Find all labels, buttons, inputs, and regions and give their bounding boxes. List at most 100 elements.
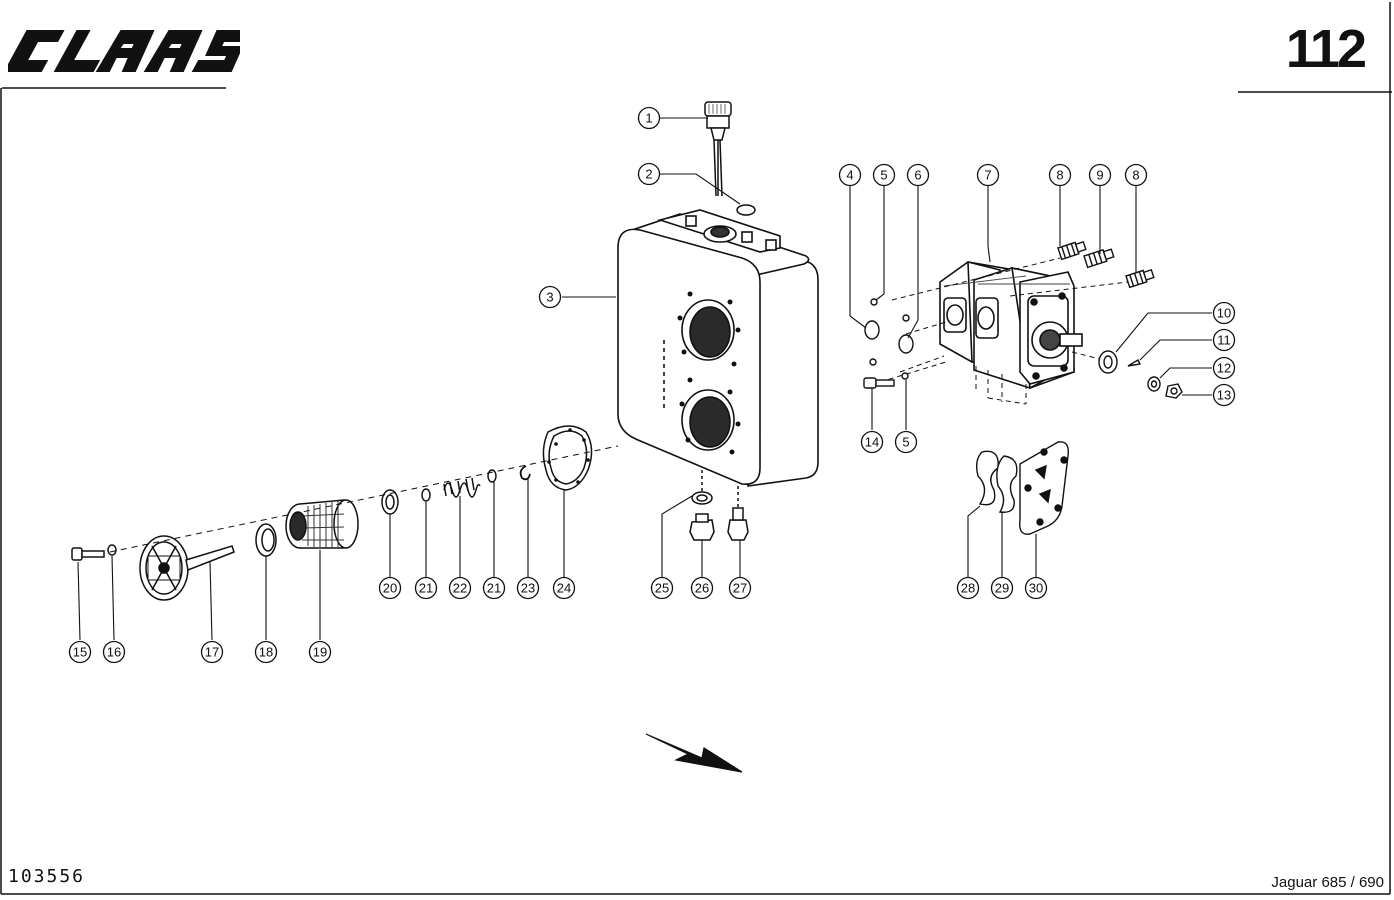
callout-label: 19 [313, 645, 327, 660]
callout-14: 14 [860, 430, 884, 454]
filler-cap-dipstick [704, 101, 732, 197]
claas-logo [8, 30, 240, 72]
callout-9: 9 [1088, 163, 1112, 187]
callout-label: 5 [880, 168, 887, 183]
callout-label: 10 [1217, 306, 1231, 321]
shaft-hardware [1098, 350, 1183, 399]
callout-circle [552, 576, 576, 600]
callout-circle [1212, 301, 1236, 325]
callout-13: 13 [1212, 383, 1236, 407]
callout-circle [1048, 163, 1072, 187]
pump-seals-plate [975, 441, 1069, 535]
callout-5: 5 [894, 430, 918, 454]
callout-20: 20 [378, 576, 402, 600]
callout-circle [838, 163, 862, 187]
callout-26: 26 [690, 576, 714, 600]
callout-label: 11 [1217, 333, 1231, 348]
callout-11: 11 [1212, 328, 1236, 352]
callout-16: 16 [102, 640, 126, 664]
callout-12: 12 [1212, 356, 1236, 380]
callout-label: 15 [73, 645, 87, 660]
callout-24: 24 [552, 576, 576, 600]
callout-circle [102, 640, 126, 664]
callout-17: 17 [200, 640, 224, 664]
callout-circle [414, 576, 438, 600]
callout-circle [482, 576, 506, 600]
callout-circle [68, 640, 92, 664]
callout-3: 3 [538, 285, 562, 309]
callout-label: 26 [695, 581, 709, 596]
callout-6: 6 [906, 163, 930, 187]
callout-circle [254, 640, 278, 664]
seal-ring [736, 204, 756, 216]
filter-assembly [71, 425, 593, 601]
callout-label: 25 [655, 581, 669, 596]
callout-label: 8 [1056, 168, 1063, 183]
callout-circle [1024, 576, 1048, 600]
callout-circle [1212, 356, 1236, 380]
callout-28: 28 [956, 576, 980, 600]
callout-circle [516, 576, 540, 600]
callout-circle [378, 576, 402, 600]
callout-27: 27 [728, 576, 752, 600]
callout-label: 21 [419, 581, 433, 596]
page-number: 112 [1285, 19, 1367, 79]
callout-label: 2 [645, 167, 652, 182]
callout-label: 13 [1217, 388, 1231, 403]
callout-circle [860, 430, 884, 454]
callout-10: 10 [1212, 301, 1236, 325]
callout-circle [1212, 383, 1236, 407]
callout-label: 21 [487, 581, 501, 596]
o-rings-pump [864, 298, 914, 380]
model-label: Jaguar 685 / 690 [1271, 874, 1384, 891]
direction-arrow [645, 733, 743, 773]
callout-circle [1212, 328, 1236, 352]
callout-19: 19 [308, 640, 332, 664]
drain-fittings [689, 470, 749, 541]
callout-circle [690, 576, 714, 600]
callout-25: 25 [650, 576, 674, 600]
callout-label: 27 [733, 581, 747, 596]
callout-label: 14 [865, 435, 879, 450]
callout-22: 22 [448, 576, 472, 600]
callout-label: 18 [259, 645, 273, 660]
callout-label: 20 [383, 581, 397, 596]
callout-circle [448, 576, 472, 600]
callout-1: 1 [637, 106, 661, 130]
callout-circle [1124, 163, 1148, 187]
callout-label: 28 [961, 581, 975, 596]
callout-label: 29 [995, 581, 1009, 596]
callout-2: 2 [637, 162, 661, 186]
leader-lines [77, 117, 1212, 641]
callout-circle [200, 640, 224, 664]
callout-circle [1088, 163, 1112, 187]
callout-circle [637, 162, 661, 186]
callout-circle [637, 106, 661, 130]
union-fittings [1057, 240, 1155, 289]
callout-circle [976, 163, 1000, 187]
screw [863, 377, 895, 389]
callout-8: 8 [1124, 163, 1148, 187]
oil-tank [617, 209, 819, 487]
callout-label: 4 [846, 168, 853, 183]
callout-29: 29 [990, 576, 1014, 600]
callout-label: 24 [557, 581, 571, 596]
callout-circle [308, 640, 332, 664]
callout-label: 16 [107, 645, 121, 660]
callout-label: 6 [914, 168, 921, 183]
callout-label: 5 [902, 435, 909, 450]
callout-circle [650, 576, 674, 600]
callout-label: 12 [1217, 361, 1231, 376]
callout-circle [538, 285, 562, 309]
callout-7: 7 [976, 163, 1000, 187]
callout-15: 15 [68, 640, 92, 664]
callout-label: 9 [1096, 168, 1103, 183]
callout-4: 4 [838, 163, 862, 187]
callout-18: 18 [254, 640, 278, 664]
callout-label: 22 [453, 581, 467, 596]
hydraulic-pump [939, 260, 1083, 390]
callout-label: 30 [1029, 581, 1043, 596]
